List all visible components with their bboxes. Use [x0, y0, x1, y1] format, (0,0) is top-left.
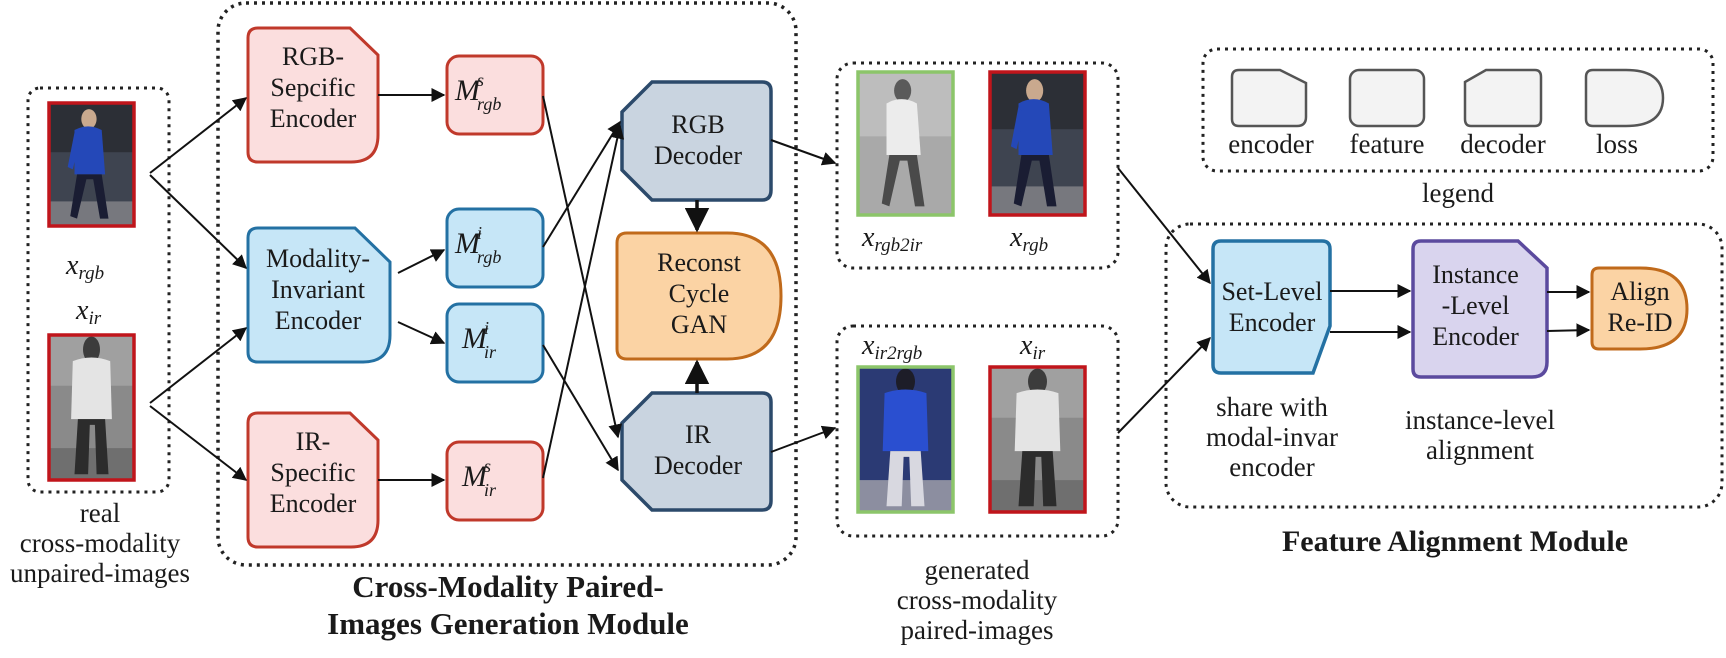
- m-rgb-i-feature-shape: [445, 207, 545, 289]
- x-ir-label: xir: [76, 295, 102, 329]
- generated-rgb2ir-image: [856, 70, 955, 217]
- generated-bottom-box: [835, 324, 1120, 538]
- arrow-m-ir-s-to-rgb-decoder: [542, 124, 625, 479]
- legend-decoder-label: decoder: [1460, 129, 1546, 159]
- set-level-encoder-shape: [1211, 239, 1332, 375]
- arrows: [149, 88, 1591, 487]
- generated-caption: generated cross-modality paired-images: [896, 555, 1058, 646]
- legend-decoder-shape: [1463, 68, 1543, 128]
- generated-top-box: [835, 61, 1120, 270]
- legend-title: legend: [1422, 178, 1494, 208]
- generated-ir-image: [988, 365, 1087, 514]
- arrow-generated-top-to-set-level: [1117, 167, 1211, 285]
- x-ir-generated-label: xir: [1020, 330, 1046, 364]
- ir-specific-encoder-label: IR- Specific Encoder: [269, 427, 357, 519]
- instance-caption: instance-level alignment: [1405, 405, 1555, 466]
- arrow-ir-to-invariant-encoder: [149, 327, 248, 404]
- arrow-generated-bottom-to-set-level: [1117, 336, 1211, 434]
- input-group-box: [26, 86, 171, 494]
- arrow-invariant-encoder-to-m-ir-i: [397, 321, 446, 345]
- arrow-m-rgb-i-to-rgb-decoder: [542, 120, 621, 248]
- input-rgb-image: [47, 101, 136, 228]
- set-level-encoder-label: Set-Level Encoder: [1221, 277, 1323, 338]
- arrow-m-rgb-s-to-ir-decoder: [542, 95, 623, 439]
- legend-feature-label: feature: [1349, 129, 1425, 159]
- alignment-module-box: [1164, 222, 1724, 509]
- arrow-ir-decoder-to-generated: [770, 425, 837, 453]
- ir-decoder-shape: [620, 391, 773, 512]
- input-ir-image: [47, 333, 136, 482]
- generated-ir2rgb-image: [856, 365, 955, 514]
- legend-loss-label: loss: [1595, 129, 1639, 159]
- m-ir-s-feature-shape: [445, 440, 545, 522]
- arrow-rgb-decoder-to-generated: [770, 139, 837, 166]
- instance-level-encoder-label: Instance -Level Encoder: [1432, 260, 1519, 352]
- rgb-specific-encoder-label: RGB- Sepcific Encoder: [269, 42, 357, 134]
- arrow-instance-to-align-2: [1546, 323, 1591, 338]
- align-reid-label: Align Re-ID: [1607, 277, 1673, 338]
- align-reid-loss-shape: [1590, 266, 1689, 351]
- arrow-ir-to-ir-encoder: [149, 405, 248, 481]
- modality-invariant-encoder-label: Modality- Invariant Encoder: [266, 244, 370, 336]
- legend-loss-shape: [1584, 68, 1665, 128]
- instance-level-encoder-shape: [1411, 239, 1549, 379]
- m-ir-i-feature-shape: [445, 302, 545, 384]
- generation-module-box: [216, 1, 798, 567]
- arrow-rgb-to-rgb-encoder: [149, 97, 248, 174]
- arrow-m-ir-i-to-ir-decoder: [542, 344, 619, 472]
- x-rgb-generated-label: xrgb: [1010, 222, 1049, 256]
- cyclegan-loss-shape: [615, 231, 783, 361]
- x-rgb-label: xrgb: [66, 250, 105, 284]
- share-caption: share with modal-invar encoder: [1206, 392, 1338, 483]
- arrow-invariant-encoder-to-m-rgb-i: [397, 249, 446, 274]
- alignment-module-title: Feature Alignment Module: [1281, 525, 1629, 558]
- generation-module-title: Cross-Modality Paired- Images Generation…: [327, 569, 689, 642]
- x-ir2rgb-label: xir2rgb: [862, 330, 923, 364]
- ir-decoder-label: IR Decoder: [653, 420, 743, 481]
- generated-rgb-image: [988, 70, 1087, 217]
- modality-invariant-encoder-shape: [246, 226, 392, 364]
- legend-feature-shape: [1348, 68, 1426, 128]
- cyclegan-label: Reconst Cycle GAN: [657, 248, 741, 340]
- input-caption: real cross-modality unpaired-images: [10, 498, 190, 589]
- rgb-specific-encoder-shape: [246, 26, 380, 164]
- rgb-decoder-label: RGB Decoder: [653, 110, 743, 171]
- legend-box: [1201, 47, 1715, 173]
- arrow-rgb-to-invariant-encoder: [149, 174, 248, 269]
- legend-encoder-shape: [1230, 68, 1308, 128]
- x-rgb2ir-label: xrgb2ir: [862, 222, 923, 256]
- rgb-decoder-shape: [620, 80, 773, 202]
- m-rgb-s-feature-shape: [445, 54, 545, 136]
- ir-specific-encoder-shape: [246, 411, 380, 549]
- legend-encoder-label: encoder: [1228, 129, 1314, 159]
